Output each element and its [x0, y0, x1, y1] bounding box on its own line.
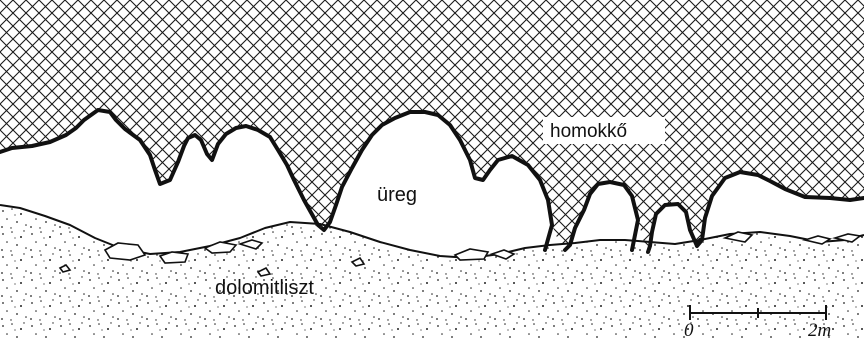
floor-label: dolomitliszt	[215, 277, 314, 299]
scale-bar-end-label: 2m	[808, 320, 831, 339]
sandstone-mass	[0, 0, 864, 246]
cavity-label: üreg	[377, 184, 417, 206]
scale-bar-start-label: 0	[684, 320, 694, 339]
rock-label: homokkő	[550, 121, 627, 142]
dolomite-floor	[0, 205, 864, 339]
